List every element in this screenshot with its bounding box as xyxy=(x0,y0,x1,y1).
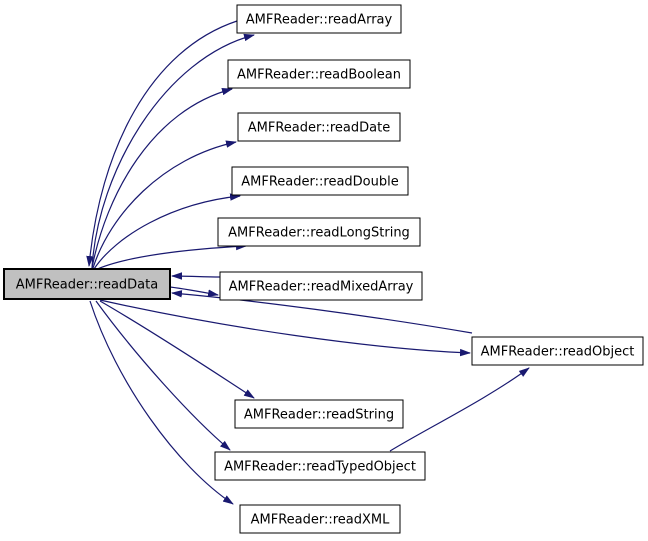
node-box-readArray xyxy=(236,4,402,34)
node-box-readMixedArray xyxy=(219,271,423,301)
node-readData: AMFReader::readData xyxy=(3,268,171,300)
node-readDate[interactable]: AMFReader::readDate xyxy=(237,112,401,142)
node-readBoolean[interactable]: AMFReader::readBoolean xyxy=(227,59,411,89)
edge-readData-to-readTypedObject xyxy=(95,300,231,451)
node-box-readString xyxy=(234,399,404,429)
edge-readData-to-readArray xyxy=(91,33,255,269)
node-box-readTypedObject xyxy=(214,451,426,481)
node-box-readLongString xyxy=(217,217,421,247)
edge-readObject-to-readData xyxy=(171,290,473,334)
node-box-readDate xyxy=(237,112,401,142)
edge-readTypedObject-to-readObject xyxy=(389,367,530,452)
node-box-readData xyxy=(3,268,171,300)
node-readObject[interactable]: AMFReader::readObject xyxy=(471,336,644,366)
edge-readData-to-readBoolean xyxy=(91,87,233,269)
edge-readData-to-readDate xyxy=(92,140,237,269)
node-readString[interactable]: AMFReader::readString xyxy=(234,399,404,429)
node-readDouble[interactable]: AMFReader::readDouble xyxy=(231,166,409,196)
edge-readData-to-readObject xyxy=(99,299,471,357)
edges-layer xyxy=(86,20,530,505)
node-readArray[interactable]: AMFReader::readArray xyxy=(236,4,402,34)
node-box-readObject xyxy=(471,336,644,366)
node-readLongString[interactable]: AMFReader::readLongString xyxy=(217,217,421,247)
edge-readData-to-readDouble xyxy=(93,193,241,270)
edge-readData-to-readLongString xyxy=(94,242,247,271)
node-readXML[interactable]: AMFReader::readXML xyxy=(239,504,401,534)
node-box-readBoolean xyxy=(227,59,411,89)
edge-readArray-to-readData xyxy=(86,20,238,267)
node-readMixedArray[interactable]: AMFReader::readMixedArray xyxy=(219,271,423,301)
node-label-readBoolean: AMFReader::readBoolean xyxy=(237,68,401,83)
node-box-readXML xyxy=(239,504,401,534)
node-label-readString: AMFReader::readString xyxy=(244,408,394,423)
node-label-readObject: AMFReader::readObject xyxy=(481,345,635,360)
node-label-readDouble: AMFReader::readDouble xyxy=(241,175,398,190)
node-label-readTypedObject: AMFReader::readTypedObject xyxy=(224,460,416,475)
node-label-readLongString: AMFReader::readLongString xyxy=(228,226,410,241)
nodes-layer: AMFReader::readData AMFReader::readArrayA… xyxy=(3,4,644,534)
node-readTypedObject[interactable]: AMFReader::readTypedObject xyxy=(214,451,426,481)
edge-readData-to-readXML xyxy=(89,300,234,505)
edge-readData-to-readString xyxy=(99,300,255,399)
node-label-readMixedArray: AMFReader::readMixedArray xyxy=(229,280,414,295)
edge-readMixedArray-to-readData xyxy=(171,272,221,280)
node-box-readDouble xyxy=(231,166,409,196)
node-label-readData: AMFReader::readData xyxy=(16,278,158,293)
node-label-readArray: AMFReader::readArray xyxy=(246,13,393,28)
node-label-readDate: AMFReader::readDate xyxy=(248,121,390,136)
node-label-readXML: AMFReader::readXML xyxy=(251,513,391,528)
edge-readData-to-readMixedArray xyxy=(169,286,219,297)
